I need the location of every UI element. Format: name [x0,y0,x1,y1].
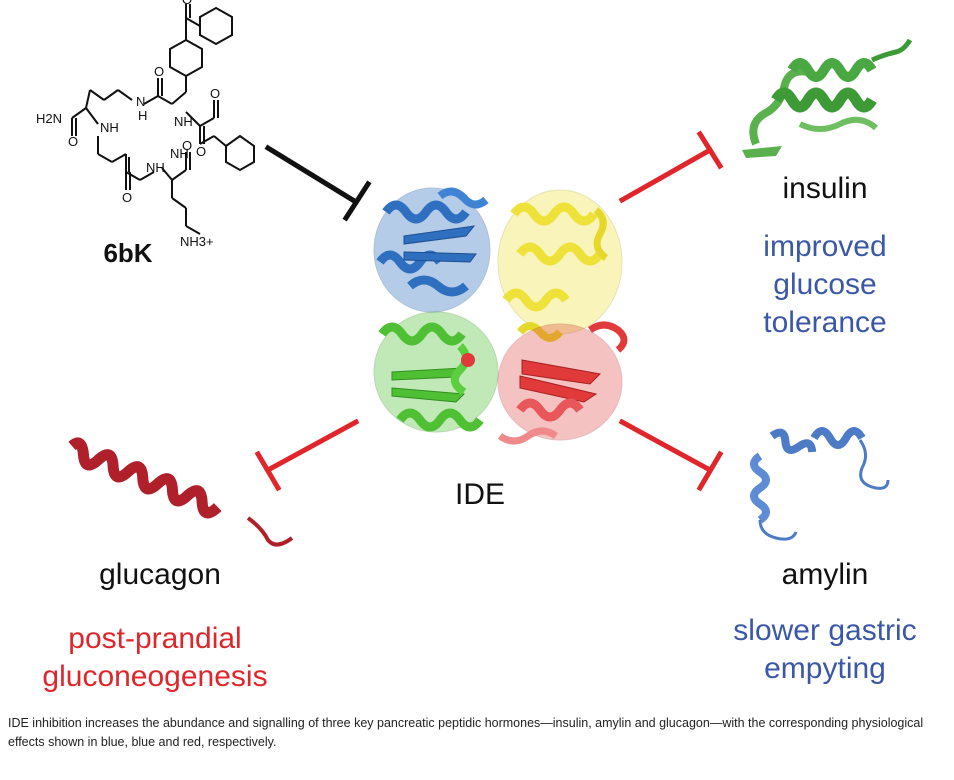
o-label-5: O [196,144,206,159]
glucagon-structure [68,437,294,547]
insulin-effect: improved glucose tolerance [735,228,915,342]
glucagon-effect-line-2: gluconeogenesis [42,660,268,693]
insulin-effect-line-3: tolerance [763,306,887,339]
amylin-structure [750,427,890,541]
insulin-effect-line-1: improved [763,230,887,263]
glucagon-effect: post-prandial gluconeogenesis [20,620,290,696]
amylin-effect-line-2: empyting [764,652,886,685]
o-label-1: O [68,134,78,149]
o-label-2: O [154,64,164,79]
ide-domain-blue [373,187,491,313]
o-label-6: O [122,190,132,205]
o-label-4: O [210,86,220,101]
glucagon-effect-line-1: post-prandial [68,622,242,655]
nh-label-3: NH [170,146,189,161]
ide-domain-red [461,321,628,445]
ide-domain-green [373,311,499,433]
ide-domain-yellow [497,189,623,342]
6bk-structure [71,4,255,235]
glucagon-label: glucagon [99,558,221,591]
inhibit-arrow-insulin [618,130,724,204]
figure-caption: IDE inhibition increases the abundance a… [8,716,924,749]
inhibit-arrow-glucagon [254,418,360,492]
diagram-artwork: H2N NH N H NH NH NH NH3+ O O O O O O O [36,0,913,547]
ammonium-label: NH3+ [180,234,214,249]
amylin-effect: slower gastric empyting [705,612,945,688]
amine-label: H2N [36,111,62,126]
n-label-1: N [136,94,145,109]
ide-label: IDE [454,478,505,511]
insulin-effect-line-2: glucose [773,268,877,301]
nh-label-1: NH [100,120,119,135]
amylin-effect-line-1: slower gastric [733,614,917,647]
6bk-atom-labels: H2N NH N H NH NH NH NH3+ O O O O O O O [36,0,220,249]
amylin-label: amylin [781,558,869,591]
inhibit-arrow-6bk [264,144,372,222]
o-label-7: O [182,138,192,153]
insulin-structure [742,38,913,158]
inhibit-arrow-amylin [618,418,724,492]
nh-label-4: NH [146,160,165,175]
insulin-label: insulin [782,172,868,205]
h-label-1: H [138,108,147,123]
nh-label-2: NH [174,114,193,129]
o-label-3: O [182,0,192,7]
ide-hormone-diagram: H2N NH N H NH NH NH NH3+ O O O O O O O [20,0,945,696]
6bk-compound-label: 6bK [103,238,153,268]
ide-protein-structure [373,187,628,445]
